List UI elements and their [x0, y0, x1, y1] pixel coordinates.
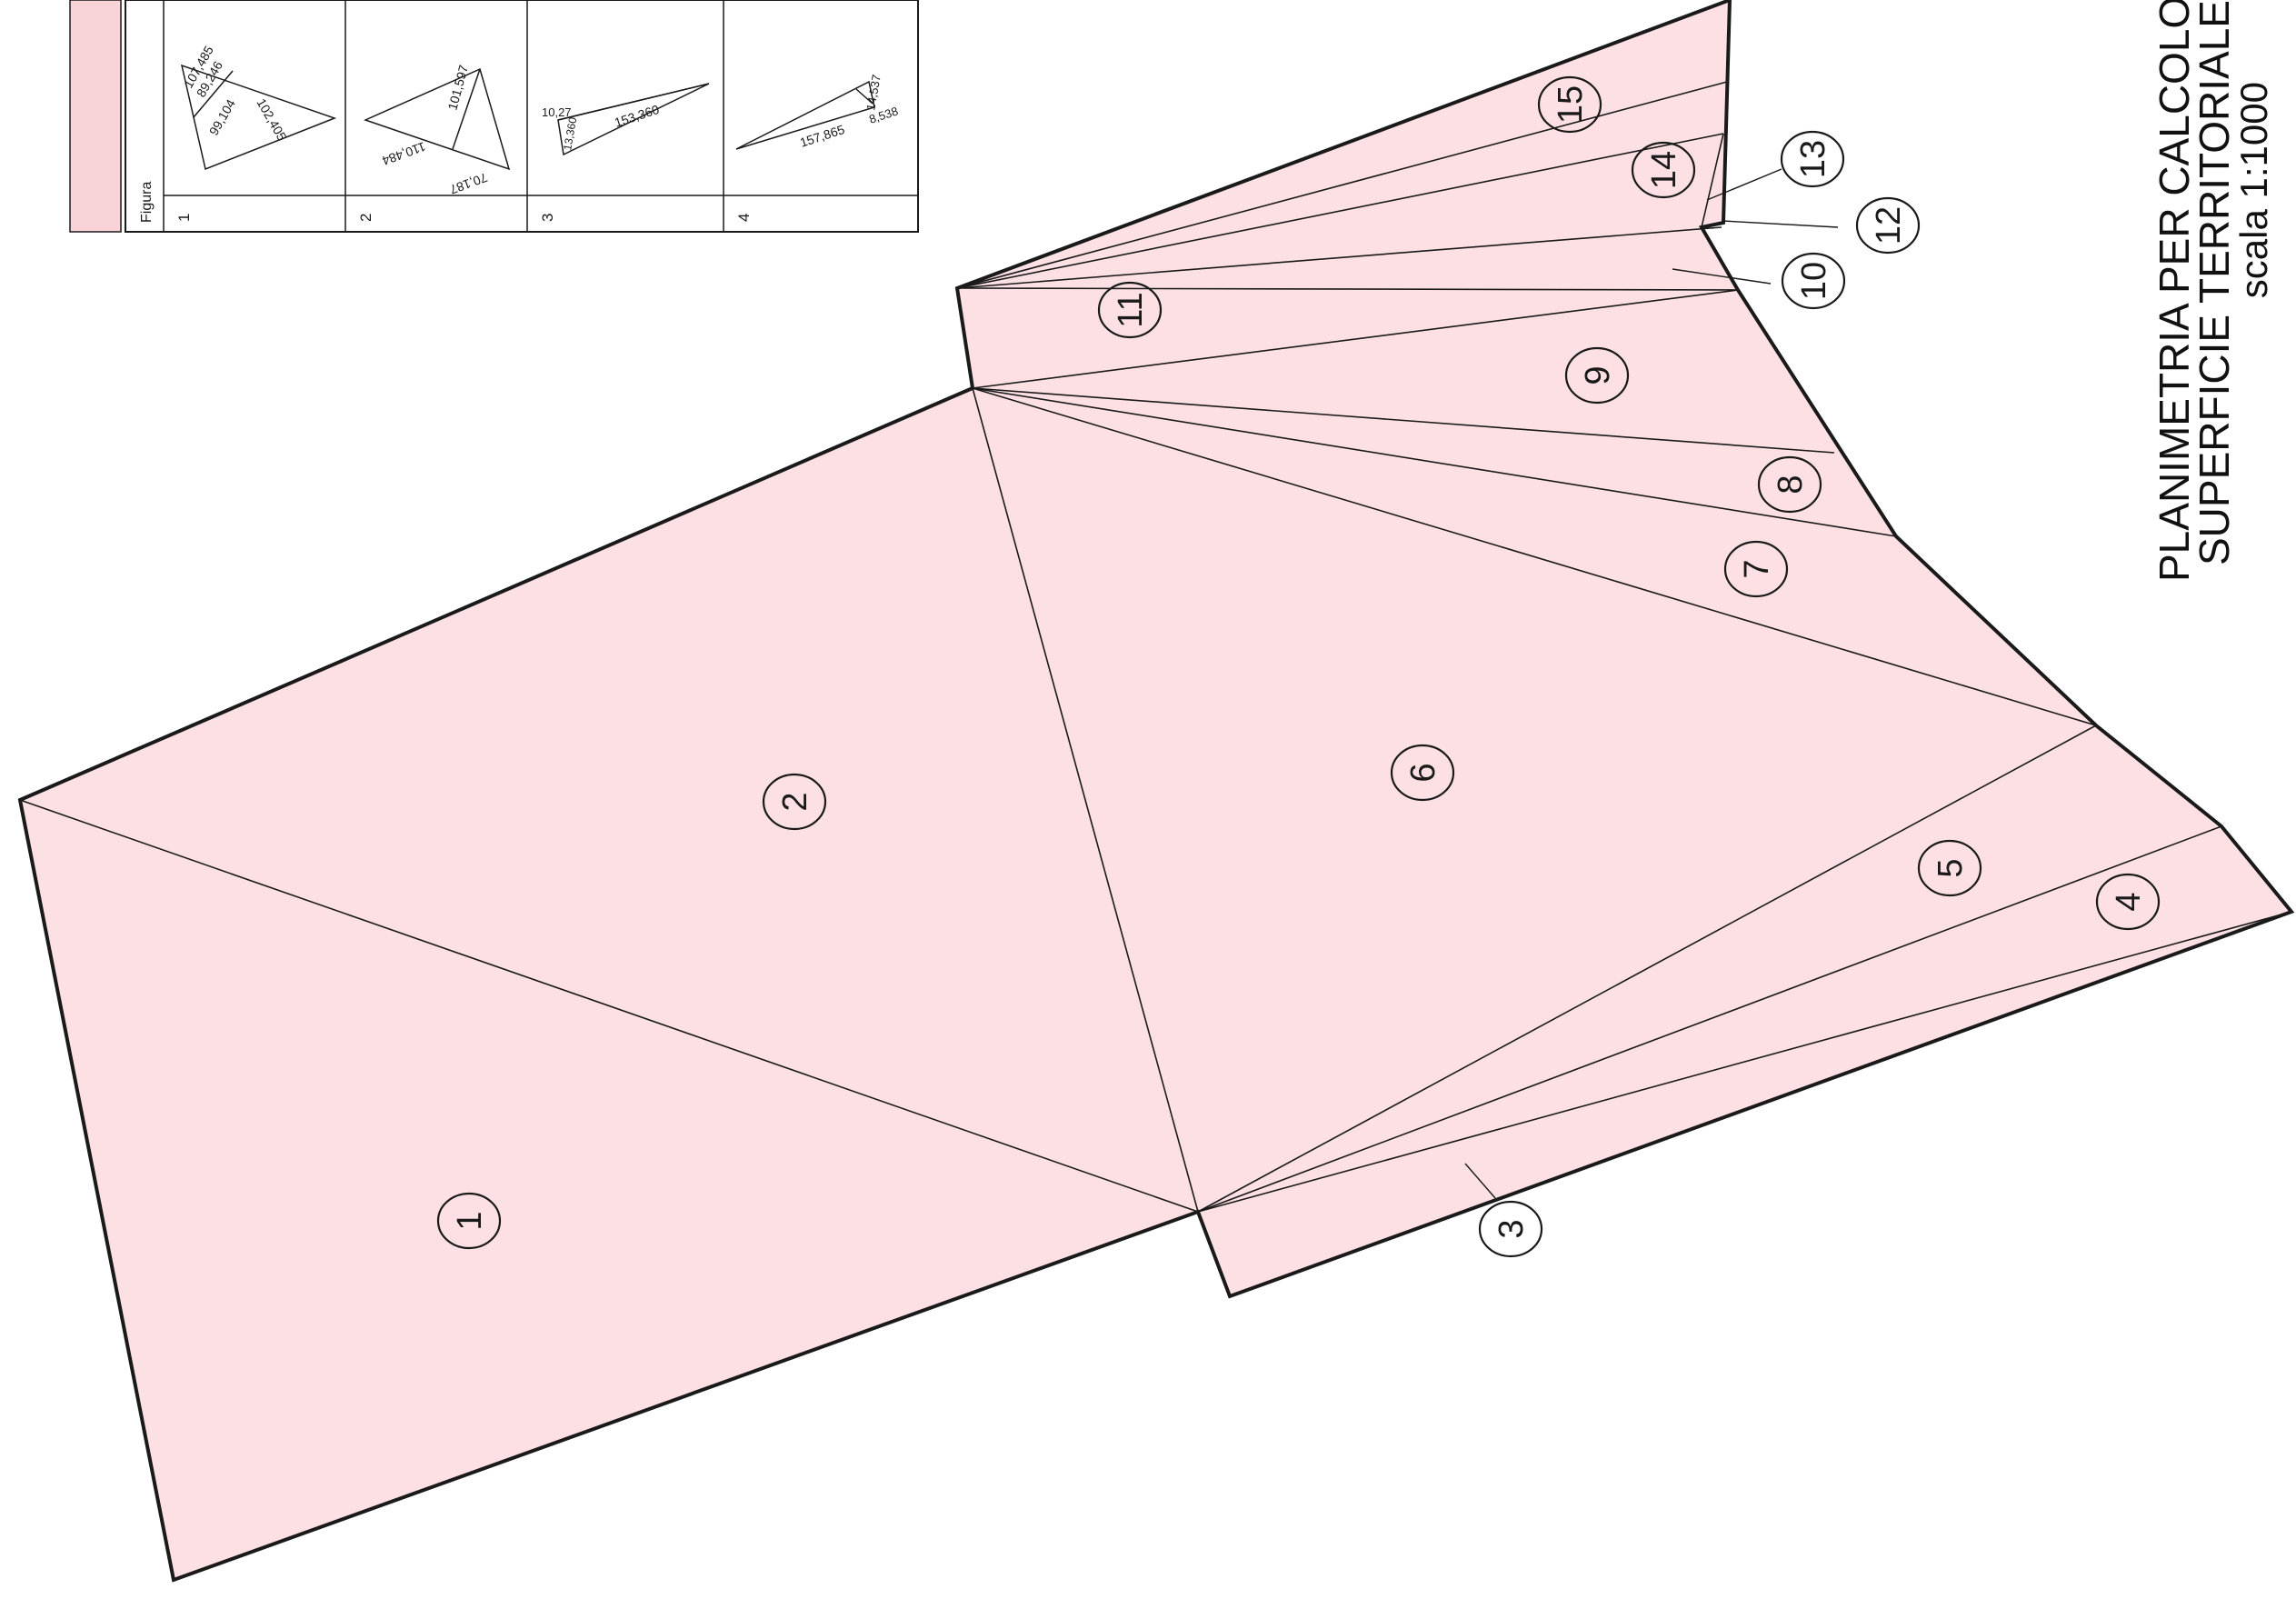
division-line — [956, 226, 1722, 289]
figure-label-text: 12 — [1870, 206, 1908, 245]
legend-row-number: 2 — [357, 214, 374, 222]
title-line-2: SUPERFICIE TERRITORIALE — [2191, 0, 2238, 565]
figure-label-4: 4 — [2095, 873, 2161, 931]
division-line — [956, 287, 1739, 291]
title-line-1: PLANIMETRIA PER CALCOLO — [2151, 0, 2198, 582]
legend-dim: 10,27 — [542, 105, 572, 119]
figure-label-9: 9 — [1564, 346, 1630, 405]
division-line — [1197, 825, 2222, 1213]
figure-label-13: 13 — [1780, 130, 1845, 188]
legend-swatch — [69, 0, 122, 233]
figure-label-text: 13 — [1794, 140, 1832, 178]
legend-dim: 14,537 — [863, 74, 883, 112]
figure-labels: 1 2 3 4 5 6 7 8 — [436, 75, 2161, 1258]
legend-shape-4 — [735, 80, 875, 150]
division-line — [1197, 911, 2292, 1213]
figure-label-15: 15 — [1537, 75, 1602, 134]
figure-label-text: 3 — [1492, 1219, 1531, 1238]
figure-label-text: 15 — [1552, 85, 1590, 124]
leader-line — [1706, 168, 1782, 201]
title-lines: PLANIMETRIA PER CALCOLO SUPERFICIE TERRI… — [2145, 0, 2296, 582]
legend-dim: 13,360 — [561, 116, 579, 152]
figure-label-11: 11 — [1097, 281, 1163, 339]
legend-shape-2 — [363, 67, 511, 171]
figure-label-2: 2 — [762, 773, 827, 831]
legend-header: Figura — [139, 182, 155, 223]
division-line — [19, 799, 1199, 1213]
legend-row-number: 3 — [539, 214, 556, 222]
division-line — [972, 387, 1199, 1213]
division-line — [972, 289, 1739, 389]
figure-label-14: 14 — [1631, 141, 1696, 199]
division-line — [972, 387, 1897, 537]
figure-label-8: 8 — [1757, 455, 1822, 514]
figure-label-text: 6 — [1404, 763, 1442, 782]
leader-line — [1672, 268, 1772, 285]
figure-label-text: 4 — [2110, 892, 2148, 911]
figure-label-10: 10 — [1781, 252, 1846, 310]
figure-label-6: 6 — [1390, 744, 1455, 802]
figure-label-text: 5 — [1932, 858, 1970, 877]
parcel-outline — [17, 0, 2295, 1583]
legend-table: Figura 1 99,104 89,246 107,485 102,405 2… — [69, 0, 919, 233]
figure-label-text: 7 — [1738, 559, 1776, 578]
figure-label-5: 5 — [1917, 839, 1982, 897]
division-line — [956, 133, 1724, 289]
legend-row-number: 4 — [735, 214, 753, 222]
division-line — [972, 387, 1835, 454]
figure-label-text: 10 — [1795, 262, 1833, 300]
figure-label-7: 7 — [1723, 540, 1789, 598]
legend-shape-3 — [557, 83, 710, 156]
division-line — [1701, 226, 1739, 291]
division-line — [1197, 725, 2097, 1213]
figure-label-text: 1 — [451, 1211, 489, 1230]
leader-line — [1722, 220, 1839, 228]
figure-label-text: 2 — [776, 792, 814, 811]
leader-lines — [1464, 168, 1839, 1199]
figure-label-text: 9 — [1579, 365, 1617, 385]
division-line — [972, 387, 2097, 726]
legend-row-number: 1 — [175, 214, 193, 222]
figure-label-12: 12 — [1855, 196, 1921, 255]
title-block: PLANIMETRIA PER CALCOLO SUPERFICIE TERRI… — [2145, 0, 2296, 582]
figure-label-text: 8 — [1772, 475, 1810, 494]
division-line — [1701, 133, 1724, 228]
title-scale: scala 1:1000 — [2232, 82, 2275, 299]
figure-label-3: 3 — [1478, 1200, 1543, 1258]
legend-shape-1 — [180, 64, 337, 171]
figure-label-1: 1 — [436, 1192, 502, 1250]
legend-frame — [125, 0, 919, 233]
leader-line — [1464, 1163, 1496, 1199]
figure-label-text: 14 — [1645, 151, 1683, 189]
figure-label-text: 11 — [1112, 292, 1150, 327]
